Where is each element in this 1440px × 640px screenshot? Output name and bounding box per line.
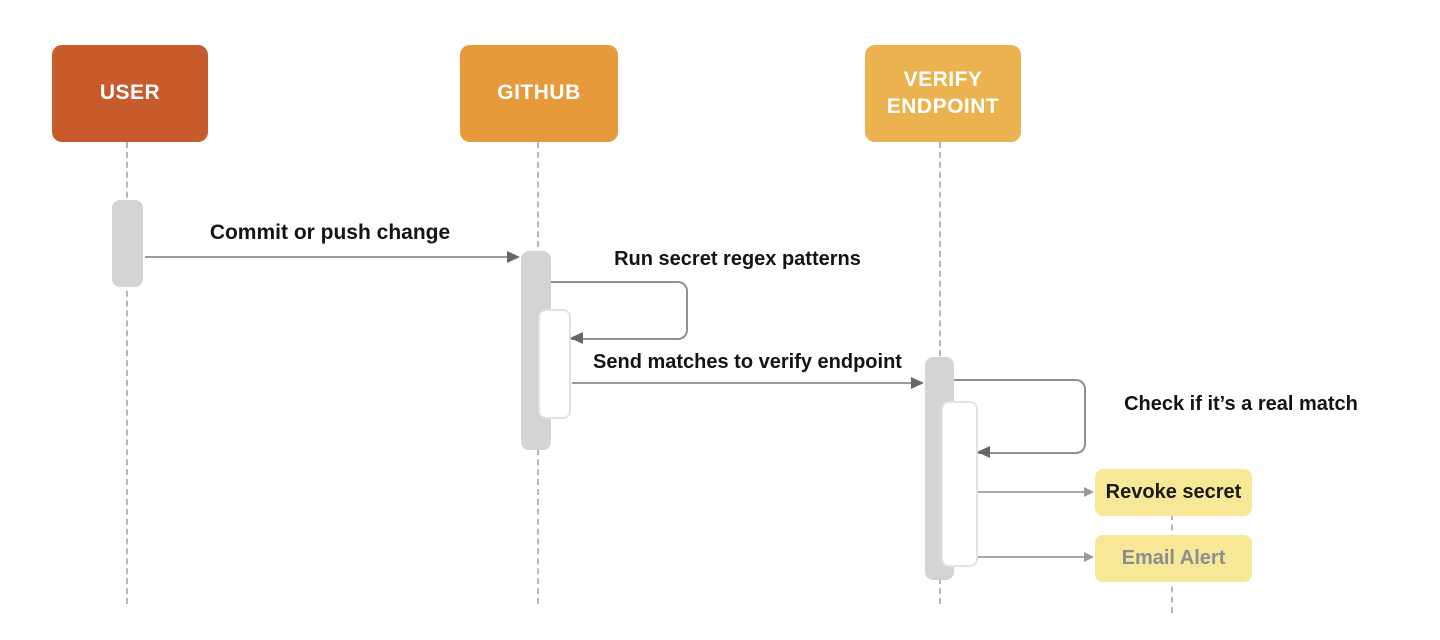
message-label-commit-or-push: Commit or push change [209,221,451,244]
actor-box-github: GITHUB [460,45,618,142]
arrowhead-icon [570,332,583,344]
arrowhead-icon [507,251,520,263]
message-line-send-matches [572,382,912,384]
note-revoke-secret: Revoke secret [1095,469,1252,516]
message-label-check-real-match: Check if it’s a real match [1124,393,1358,415]
arrowhead-icon [1084,552,1094,562]
message-line-commit [145,256,510,258]
self-loop-check-match [954,379,1086,454]
arrowhead-icon [1084,487,1094,497]
lifeline-user [126,142,128,604]
actor-label-github: GITHUB [497,81,581,105]
actor-label-verify-endpoint: VERIFY ENDPOINT [886,68,1000,118]
actor-box-verify-endpoint: VERIFY ENDPOINT [865,45,1021,142]
message-label-send-matches: Send matches to verify endpoint [593,351,902,373]
actor-box-user: USER [52,45,208,142]
sub-activation-bar-verify-endpoint [941,401,978,567]
note-email-alert: Email Alert [1095,535,1252,582]
activation-bar-user [112,200,143,287]
arrowhead-icon [911,377,924,389]
note-revoke-secret-label: Revoke secret [1105,481,1242,503]
sub-activation-bar-github [538,309,571,419]
self-loop-run-regex [551,281,688,340]
message-line-revoke [978,491,1085,493]
actor-label-user: USER [99,81,161,105]
message-line-email [978,556,1085,558]
message-label-run-regex: Run secret regex patterns [614,248,861,270]
note-email-alert-label: Email Alert [1121,547,1226,569]
arrowhead-icon [977,446,990,458]
